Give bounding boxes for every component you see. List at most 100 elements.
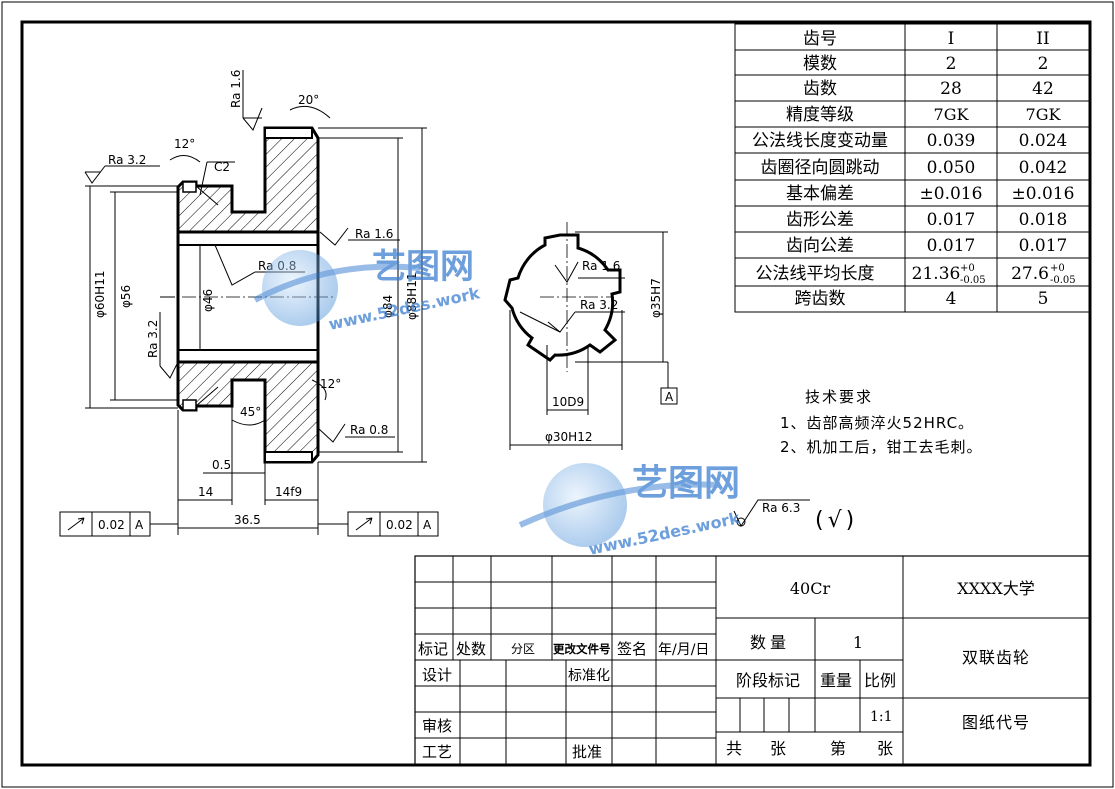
- dim-14: 14: [198, 485, 213, 499]
- svg-text:(√): (√): [815, 508, 858, 533]
- tb-stage-label: 阶段标记: [736, 671, 800, 690]
- tolerance-upper: +0: [960, 263, 975, 274]
- tb-drawing-no: 图纸代号: [962, 713, 1030, 732]
- angle-12-top: 12°: [174, 137, 195, 151]
- svg-text:Ra 1.6: Ra 1.6: [229, 70, 243, 108]
- dim-10d9: 10D9: [552, 395, 584, 409]
- tech-req-line1: 1、齿部高频淬火52HRC。: [780, 414, 974, 432]
- tb-weight-label: 重量: [820, 671, 852, 690]
- table-cell: 2: [946, 54, 957, 74]
- table-cell: 0.039: [927, 131, 976, 151]
- angle-20: 20°: [298, 93, 319, 107]
- tb-quantity-label: 数量: [750, 633, 790, 652]
- table-cell: 0.050: [927, 158, 976, 178]
- tolerance-upper: +0: [1050, 263, 1065, 274]
- svg-text:Ra 0.8: Ra 0.8: [350, 423, 388, 437]
- tolerance-lower: -0.05: [1050, 275, 1076, 286]
- table-row-label: 基本偏差: [786, 184, 854, 204]
- tb-review: 审核: [422, 717, 452, 735]
- table-cell: 4: [946, 289, 957, 309]
- table-row-label: 跨齿数: [795, 289, 846, 309]
- tb-rev-count: 处数: [456, 640, 486, 658]
- dim-d35h7: φ35H7: [649, 278, 663, 318]
- tb-page: 第: [830, 739, 846, 758]
- table-row-label: 齿数: [803, 79, 837, 99]
- tb-standard: 标准化: [568, 668, 610, 684]
- table-cell: 0.042: [1019, 158, 1068, 178]
- roughness-ra08-bot: Ra 0.8: [317, 423, 395, 443]
- svg-text:Ra 3.2: Ra 3.2: [580, 298, 618, 312]
- svg-text:A: A: [423, 518, 432, 532]
- gear-parameter-table: 齿号 I II 模数 2 2 齿数 28 42 精度等级 7GK 7GK 公法线…: [734, 23, 1091, 313]
- technical-requirements: 技术要求 1、齿部高频淬火52HRC。 2、机加工后，钳工去毛刺。: [780, 388, 983, 456]
- svg-text:Ra 1.6: Ra 1.6: [355, 227, 393, 241]
- svg-text:A: A: [135, 518, 144, 532]
- table-cell: 0.017: [927, 236, 976, 256]
- dim-d84: φ84: [381, 295, 395, 318]
- dim-d56: φ56: [119, 285, 133, 308]
- table-header-gear2: II: [1036, 29, 1049, 49]
- title-block: 标记 处数 分区 更改文件号 签名 年/月/日 设计 标准化 审核 工艺 批准 …: [414, 555, 1091, 766]
- table-cell: 0.017: [1019, 236, 1068, 256]
- svg-text:0.02: 0.02: [386, 518, 413, 532]
- table-row-label: 精度等级: [786, 105, 854, 125]
- tb-rev-doc: 更改文件号: [553, 642, 611, 656]
- gear-section-view: φ60H11 φ56 φ46 φ84 φ88H11 14 14f9 36.5 0…: [59, 70, 439, 537]
- table-row-label: 齿圈径向圆跳动: [761, 158, 880, 178]
- table-cell: 2: [1038, 54, 1049, 74]
- roughness-ra16-mid: Ra 1.6: [319, 227, 400, 246]
- table-cell: 0.018: [1019, 210, 1068, 230]
- chamfer-c2: C2: [214, 160, 230, 174]
- roughness-ra32-low: Ra 3.2: [146, 312, 179, 379]
- tb-scale-value: 1:1: [870, 709, 893, 725]
- tech-req-title: 技术要求: [805, 388, 873, 406]
- spline-roughness-ra16: Ra 1.6: [554, 259, 625, 283]
- tb-design: 设计: [422, 666, 452, 684]
- dim-d88: φ88H11: [405, 273, 419, 320]
- table-cell: 21.36: [912, 264, 961, 284]
- svg-text:艺图网: 艺图网: [632, 463, 740, 504]
- table-cell: ±0.016: [920, 184, 983, 204]
- watermark-upper: 艺图网 www.52des.work: [253, 247, 482, 334]
- spline-roughness-ra32: Ra 3.2: [519, 298, 625, 333]
- table-cell: ±0.016: [1012, 184, 1075, 204]
- dim-0-5: 0.5: [212, 458, 231, 472]
- dim-d30h12: φ30H12: [545, 430, 592, 444]
- tech-req-line2: 2、机加工后，钳工去毛刺。: [780, 438, 983, 456]
- tb-approve: 批准: [572, 743, 602, 761]
- table-row-label: 齿形公差: [786, 210, 854, 230]
- datum-a: A: [665, 390, 674, 404]
- tb-school: XXXX大学: [957, 579, 1035, 598]
- tb-rev-zone: 分区: [511, 642, 535, 656]
- svg-text:Ra 3.2: Ra 3.2: [108, 153, 146, 167]
- tb-process: 工艺: [422, 743, 452, 761]
- tb-rev-date: 年/月/日: [658, 642, 709, 658]
- tb-quantity-value: 1: [853, 633, 863, 652]
- dim-d60: φ60H11: [93, 271, 107, 318]
- table-cell: 7GK: [1026, 105, 1062, 124]
- tb-material: 40Cr: [790, 579, 831, 598]
- svg-text:0.02: 0.02: [98, 518, 125, 532]
- svg-text:Ra 1.6: Ra 1.6: [582, 259, 620, 273]
- general-roughness-symbol: Ra 6.3 (√): [733, 499, 858, 533]
- table-cell: 42: [1032, 79, 1054, 99]
- tb-sheet: 张: [770, 739, 786, 758]
- table-cell: 27.6: [1011, 264, 1049, 284]
- table-header-label: 齿号: [803, 29, 837, 49]
- angle-12-bot: 12°: [320, 377, 341, 391]
- roughness-ra32-left: Ra 3.2: [84, 153, 160, 184]
- table-row-label: 模数: [803, 54, 837, 74]
- angle-45: 45°: [240, 405, 261, 419]
- svg-text:艺图网: 艺图网: [372, 247, 474, 287]
- spline-end-view: φ35H7 A 10D9 φ30H12 Ra 1.6 Ra 3.2: [503, 222, 678, 450]
- table-row-label: 公法线长度变动量: [752, 131, 888, 151]
- tb-rev-mark: 标记: [418, 640, 448, 658]
- table-cell: 5: [1038, 289, 1049, 309]
- table-row-label: 公法线平均长度: [756, 264, 875, 284]
- tb-total: 共: [726, 739, 742, 758]
- tolerance-lower: -0.05: [960, 275, 986, 286]
- table-cell: 28: [940, 79, 962, 99]
- tb-rev-sign: 签名: [617, 640, 647, 658]
- tb-sheet2: 张: [877, 739, 893, 758]
